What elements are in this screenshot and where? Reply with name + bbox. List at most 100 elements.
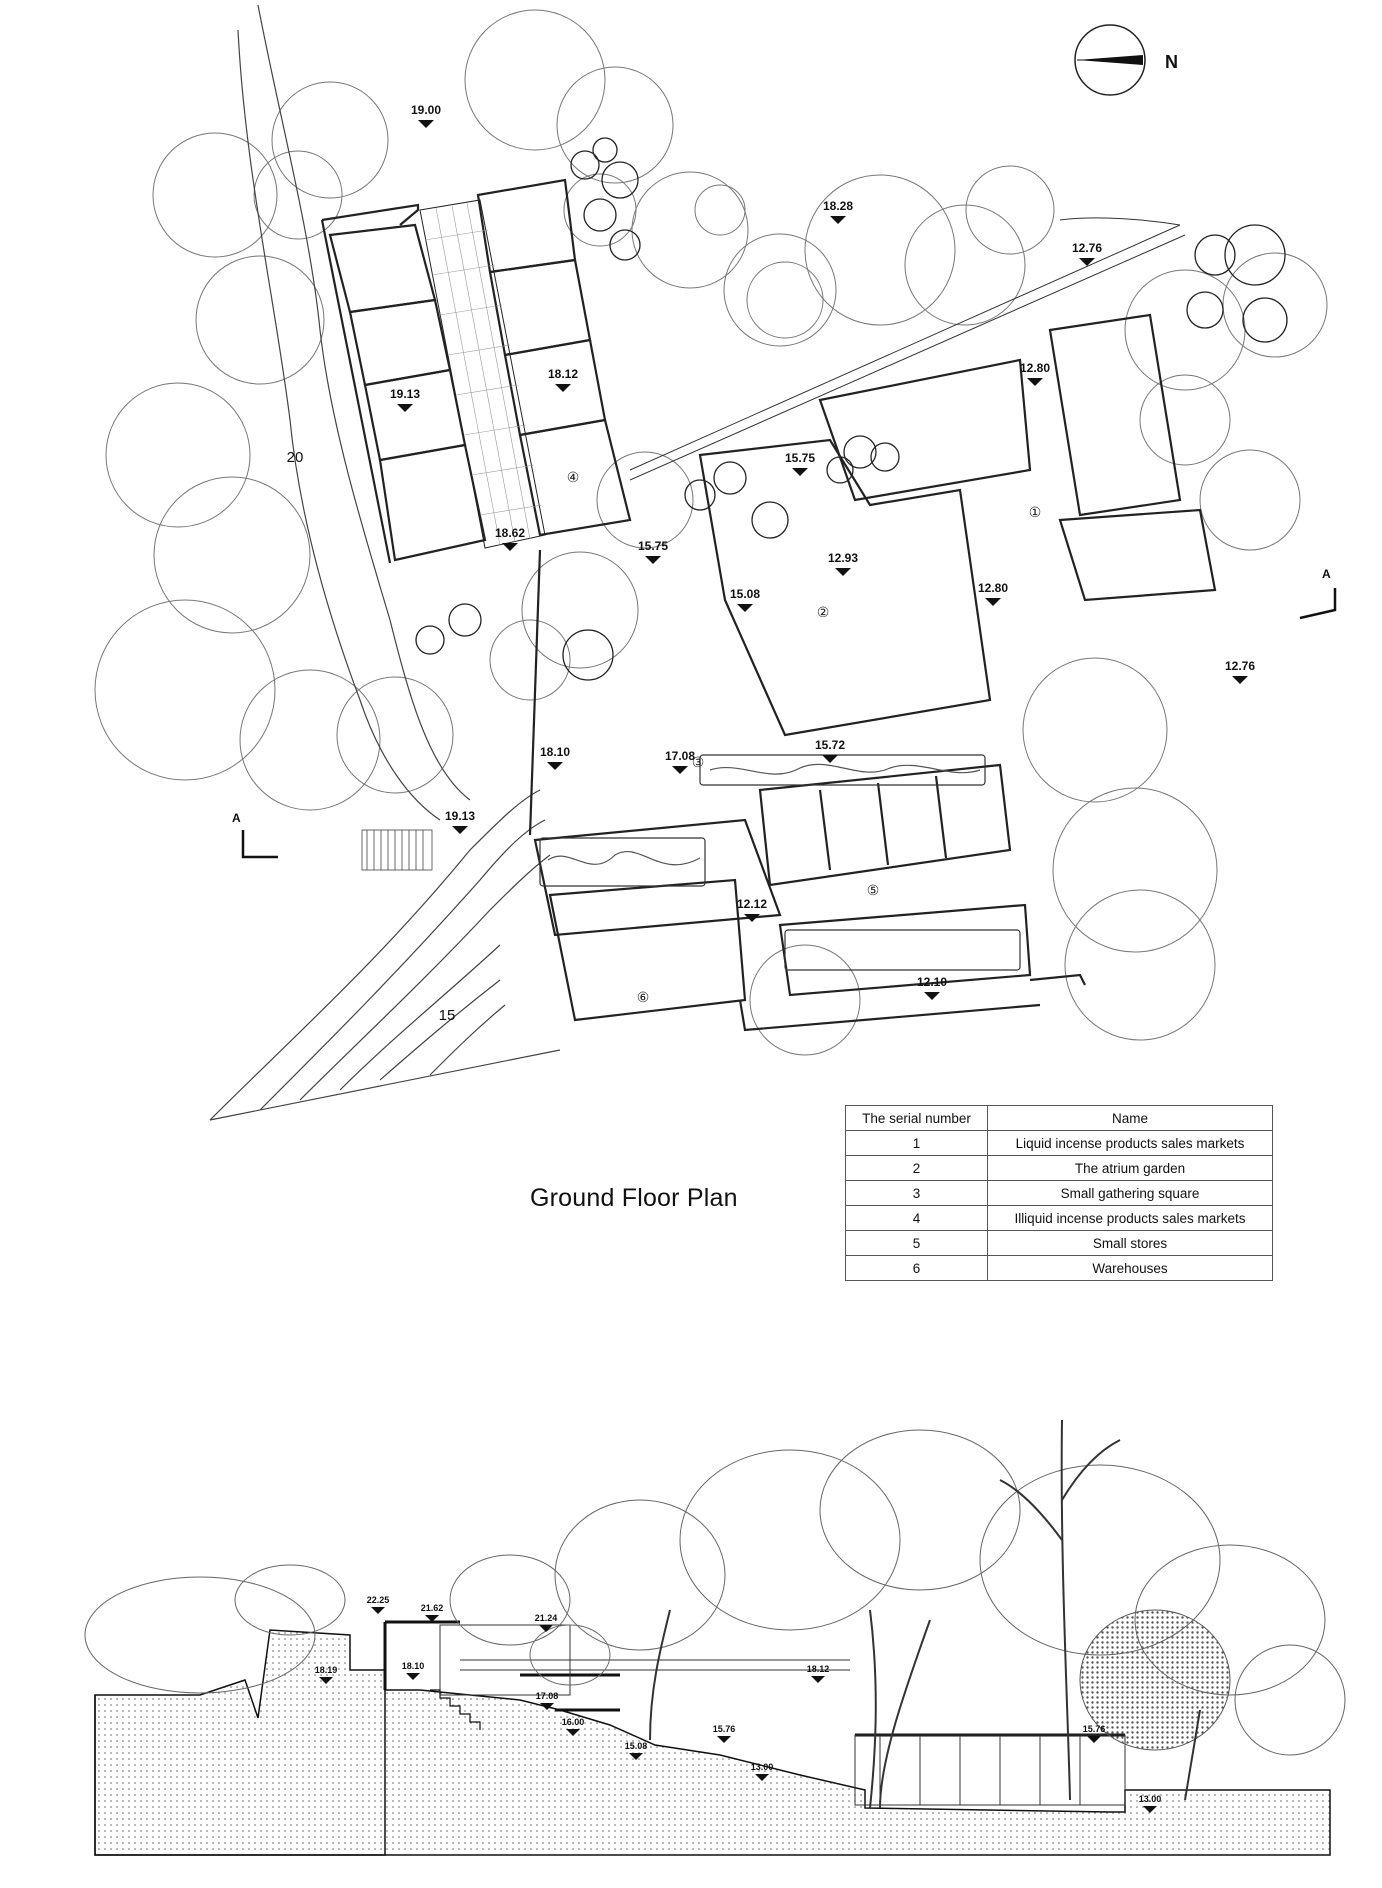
- legend-row-name: Warehouses: [987, 1255, 1273, 1281]
- elevation-marker: 12.80: [978, 581, 1008, 606]
- elevation-marker: 15.72: [815, 738, 845, 763]
- building-frames: [439, 1624, 1126, 1806]
- section-marker-right: A: [1299, 567, 1337, 620]
- legend-row-number: 6: [845, 1255, 988, 1281]
- elevation-marker: 19.13: [390, 387, 420, 412]
- elevation-marker: 12.93: [828, 551, 858, 576]
- section-marker-left: A: [232, 811, 278, 859]
- svg-text:19.13: 19.13: [390, 387, 420, 401]
- legend-row-number: 1: [845, 1130, 988, 1156]
- svg-text:15.76: 15.76: [713, 1724, 736, 1734]
- svg-text:15.72: 15.72: [815, 738, 845, 752]
- elevation-marker: 13.00: [1139, 1794, 1161, 1813]
- elevation-marker: 12.12: [737, 897, 767, 922]
- elevation-marker: 18.62: [495, 526, 525, 551]
- paving-grid: [424, 202, 543, 546]
- svg-text:18.28: 18.28: [823, 199, 853, 213]
- svg-text:18.62: 18.62: [495, 526, 525, 540]
- elevation-marker: 18.12: [807, 1664, 830, 1683]
- legend-header-row: The serial number Name: [845, 1105, 1273, 1131]
- svg-text:18.19: 18.19: [315, 1665, 338, 1675]
- svg-text:17.08: 17.08: [536, 1691, 559, 1701]
- svg-text:15.08: 15.08: [730, 587, 760, 601]
- legend-row-number: 4: [845, 1205, 988, 1231]
- zone-number-3: ③: [692, 754, 705, 770]
- svg-text:15.75: 15.75: [638, 539, 668, 553]
- elevation-marker: 18.10: [540, 745, 570, 770]
- plan-title: Ground Floor Plan: [530, 1184, 738, 1212]
- svg-text:12.76: 12.76: [1225, 659, 1255, 673]
- contour-label-15: 15: [439, 1007, 456, 1024]
- contour-label-20: 20: [287, 449, 304, 466]
- zone-number-1: ①: [1029, 504, 1042, 520]
- elevation-marker: 19.00: [411, 103, 441, 128]
- elevation-marker: 22.25: [367, 1595, 390, 1614]
- boundary-path: [629, 217, 1186, 481]
- elevation-marker: 17.08: [665, 749, 695, 774]
- plan-elevation-markers: 19.00 18.28 12.76 12.80 19.13 18.12 15.7…: [390, 103, 1255, 1000]
- ground-floor-plan-drawing: N A A 20 15 ① ② ③ ④ ⑤ ⑥ 19.00 18.28 12.7…: [94, 4, 1337, 1121]
- legend-row-name: The atrium garden: [987, 1155, 1273, 1181]
- elevation-marker: 18.19: [315, 1665, 338, 1684]
- legend-row-number: 2: [845, 1155, 988, 1181]
- dense-canopy: [1079, 1609, 1231, 1751]
- section-stairs: [430, 1689, 481, 1730]
- svg-text:18.10: 18.10: [402, 1661, 425, 1671]
- svg-text:18.12: 18.12: [807, 1664, 830, 1674]
- elevation-marker: 17.08: [536, 1691, 559, 1710]
- zone-number-2: ②: [817, 604, 830, 620]
- svg-text:13.00: 13.00: [751, 1762, 774, 1772]
- legend-row-name: Illiquid incense products sales markets: [987, 1205, 1273, 1231]
- legend-header-number: The serial number: [845, 1105, 988, 1131]
- elevation-marker: 13.00: [751, 1762, 774, 1781]
- svg-text:17.08: 17.08: [665, 749, 695, 763]
- elevation-marker: 12.80: [1020, 361, 1050, 386]
- elevation-marker: 18.12: [548, 367, 578, 392]
- svg-text:15.75: 15.75: [785, 451, 815, 465]
- svg-text:18.12: 18.12: [548, 367, 578, 381]
- elevation-marker: 12.76: [1225, 659, 1255, 684]
- svg-text:16.00: 16.00: [562, 1717, 585, 1727]
- svg-text:12.80: 12.80: [978, 581, 1008, 595]
- svg-text:19.00: 19.00: [411, 103, 441, 117]
- elevation-marker: 15.75: [638, 539, 668, 564]
- svg-text:19.13: 19.13: [445, 809, 475, 823]
- elevation-marker: 19.13: [445, 809, 475, 834]
- svg-text:15.76: 15.76: [1083, 1724, 1106, 1734]
- svg-text:12.12: 12.12: [737, 897, 767, 911]
- legend-header-name: Name: [987, 1105, 1273, 1131]
- north-arrow: N: [1074, 24, 1178, 96]
- elevation-marker: 15.08: [625, 1741, 647, 1760]
- svg-text:12.10: 12.10: [917, 975, 947, 989]
- section-trunks: [649, 1419, 1201, 1809]
- svg-text:12.76: 12.76: [1072, 241, 1102, 255]
- legend-row-name: Small gathering square: [987, 1180, 1273, 1206]
- svg-text:21.24: 21.24: [535, 1613, 558, 1623]
- section-marker-right-label: A: [1322, 567, 1331, 581]
- elevation-marker: 21.62: [421, 1603, 443, 1622]
- elevation-marker: 15.08: [730, 587, 760, 612]
- elevation-marker: 15.76: [1083, 1724, 1106, 1743]
- legend-row-name: Liquid incense products sales markets: [987, 1130, 1273, 1156]
- elevation-marker: 18.10: [402, 1661, 425, 1680]
- legend-row-number: 5: [845, 1230, 988, 1256]
- elevation-marker: 18.28: [823, 199, 853, 224]
- tree-canopies: [94, 9, 1328, 1056]
- elevation-marker: 12.10: [917, 975, 947, 1000]
- zone-number-4: ④: [567, 469, 580, 485]
- legend-row-name: Small stores: [987, 1230, 1273, 1256]
- elevation-marker: 21.24: [535, 1613, 558, 1632]
- section-a-a-drawing: 22.25 21.62 21.24 18.19 18.10 17.08 16.0…: [84, 1419, 1346, 1856]
- svg-text:12.80: 12.80: [1020, 361, 1050, 375]
- svg-text:22.25: 22.25: [367, 1595, 390, 1605]
- section-marker-left-label: A: [232, 811, 241, 825]
- north-label: N: [1165, 52, 1178, 72]
- stairs: [361, 829, 433, 871]
- elevation-marker: 16.00: [562, 1717, 585, 1736]
